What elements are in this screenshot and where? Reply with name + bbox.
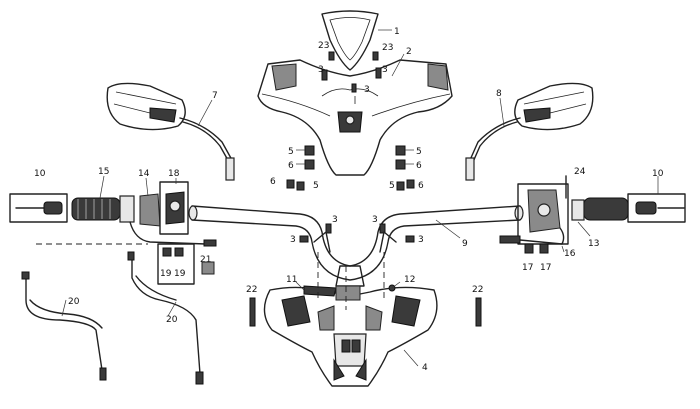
callout-7: 7 bbox=[212, 91, 218, 101]
callout-3: 3 bbox=[418, 235, 424, 245]
callout-19: 19 bbox=[174, 269, 186, 279]
callout-22: 22 bbox=[246, 285, 257, 295]
callout-5: 5 bbox=[288, 147, 294, 157]
part-front-lower-cover bbox=[263, 286, 438, 387]
callout-23: 23 bbox=[318, 41, 329, 51]
callout-16: 16 bbox=[564, 249, 576, 259]
screws-lower-cover bbox=[249, 297, 482, 327]
callout-17: 17 bbox=[540, 263, 551, 273]
callout-12: 12 bbox=[404, 275, 415, 285]
screws-upper-cover bbox=[321, 51, 382, 104]
callout-13: 13 bbox=[588, 239, 599, 249]
callout-6: 6 bbox=[418, 181, 424, 191]
callout-10: 10 bbox=[34, 169, 46, 179]
callout-3: 3 bbox=[318, 65, 324, 75]
part-left-grip-assembly bbox=[9, 175, 217, 285]
part-switch-bracket bbox=[295, 252, 401, 310]
callout-19: 19 bbox=[160, 269, 172, 279]
part-front-top-cover bbox=[321, 10, 392, 71]
callout-21: 21 bbox=[200, 255, 211, 265]
callout-3: 3 bbox=[332, 215, 338, 225]
part-upper-handlebar-cover bbox=[257, 53, 453, 176]
part-throttle-brake-cables bbox=[21, 251, 204, 385]
callout-20: 20 bbox=[68, 297, 80, 307]
callout-6: 6 bbox=[270, 177, 276, 187]
callout-6: 6 bbox=[416, 161, 422, 171]
callout-2: 2 bbox=[406, 47, 412, 57]
part-left-mirror bbox=[106, 82, 235, 181]
callout-3: 3 bbox=[290, 235, 296, 245]
callout-17: 17 bbox=[522, 263, 533, 273]
callout-20: 20 bbox=[166, 315, 178, 325]
part-right-grip-assembly bbox=[499, 175, 686, 254]
callout-labels: 1 2 3 3 3 3 3 3 3 4 5 5 5 5 6 6 6 6 7 8 … bbox=[34, 27, 664, 373]
callout-5: 5 bbox=[389, 181, 395, 191]
callout-5: 5 bbox=[416, 147, 422, 157]
callout-9: 9 bbox=[462, 239, 468, 249]
part-right-mirror bbox=[465, 82, 594, 181]
callout-11: 11 bbox=[286, 275, 297, 285]
callout-23: 23 bbox=[382, 43, 393, 53]
callout-22: 22 bbox=[472, 285, 483, 295]
callout-1: 1 bbox=[394, 27, 400, 37]
callout-8: 8 bbox=[496, 89, 502, 99]
callout-15: 15 bbox=[98, 167, 109, 177]
fasteners-center bbox=[286, 145, 415, 191]
callout-3: 3 bbox=[382, 65, 388, 75]
callout-14: 14 bbox=[138, 169, 150, 179]
callout-5: 5 bbox=[313, 181, 319, 191]
part-handlebar bbox=[188, 205, 524, 281]
callout-24: 24 bbox=[574, 167, 586, 177]
callout-3: 3 bbox=[364, 85, 370, 95]
callout-18: 18 bbox=[168, 169, 180, 179]
callout-6: 6 bbox=[288, 161, 294, 171]
callout-3: 3 bbox=[372, 215, 378, 225]
screws-handlebar bbox=[299, 223, 415, 253]
callout-4: 4 bbox=[422, 363, 428, 373]
callout-10: 10 bbox=[652, 169, 664, 179]
